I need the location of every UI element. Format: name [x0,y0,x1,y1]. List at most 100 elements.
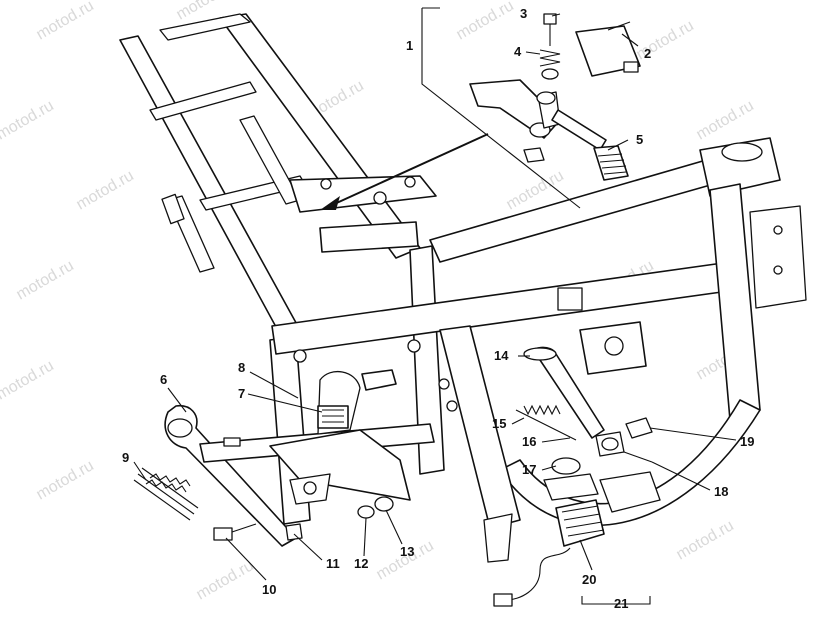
lower-rear-rail [439,325,521,529]
sensor-wire [505,547,571,601]
watermark: motod.ru [34,0,97,43]
stand-pivot-eye [167,418,193,438]
bar-stop [223,437,241,447]
leader-15 [511,417,525,425]
spring-coils [145,479,187,493]
wire-connector [493,593,513,607]
assembly-arrow-line [329,133,489,207]
mount-hole [407,339,421,353]
bolt [404,176,416,188]
frame-upright-right [409,245,445,475]
watermark: motod.ru [694,97,757,143]
pivot-bushing [536,91,556,105]
footrest-assembly [320,7,641,210]
bolt [320,178,332,190]
footrest-rubber [593,145,629,181]
callout-7: 7 [238,386,245,401]
leader-5 [607,139,629,151]
mounting-tab [161,193,185,225]
leader-19 [649,427,737,441]
callout-10: 10 [262,582,276,597]
callout-18: 18 [714,484,728,499]
leader-18 [651,461,711,491]
bolt [373,191,387,205]
callout-1: 1 [406,38,413,53]
main-frame-spar [271,261,737,355]
rubber-stop [317,405,349,429]
watermark: motod.ru [0,97,57,143]
spring [539,49,561,67]
callout-14: 14 [494,348,509,363]
stand-nut [285,523,303,541]
rubber-grip-lines [597,153,627,175]
mount-bolt [625,417,653,439]
stand-spring-coils [523,404,561,416]
watermark: motod.ru [14,257,77,303]
mount-hole [773,265,783,275]
mount-hole [293,349,307,363]
callout-4: 4 [514,44,522,59]
callout-5: 5 [636,132,643,147]
callout-2: 2 [644,46,651,61]
mount-hole [773,225,783,235]
leader-20 [579,539,593,571]
callout-17: 17 [522,462,536,477]
switch-bracket [599,471,661,513]
callout-8: 8 [238,360,245,375]
watermark: motod.ru [674,517,737,563]
callout-labels: 1 2 3 4 5 6 7 8 9 10 11 12 13 14 15 16 1… [122,6,754,611]
stand-foot [523,347,557,361]
leader-9 [133,461,147,481]
callout-15: 15 [492,416,506,431]
watermark: motod.ru [634,17,697,63]
washer [541,68,559,80]
plate-hole [303,481,317,495]
tail-crossmember [159,13,251,41]
prop-stand-assembly [493,346,661,607]
rubber-stop-ribs [322,409,344,423]
pivot-hole [604,336,624,356]
leader-11 [293,533,323,561]
sensor-ribs [561,505,605,537]
pin [623,451,653,463]
side-stand-assembly [133,369,435,547]
leader-2 [621,33,639,47]
callout-9: 9 [122,450,129,465]
callout-16: 16 [522,434,536,449]
leader-lines [133,13,737,581]
callout-12: 12 [354,556,368,571]
callout-19: 19 [740,434,754,449]
callout-6: 6 [160,372,167,387]
stand-spring-wire [515,409,577,441]
assembly-arrow-head [320,196,340,210]
mount-hole [438,378,450,390]
stand-springs [133,467,199,521]
leader-12 [363,517,367,557]
callout-bracket [581,596,651,605]
spar-bracket [557,287,583,311]
callout-bracket [421,7,581,209]
callout-13: 13 [400,544,414,559]
leader-7 [247,393,323,413]
headstock-cap [721,142,763,162]
switch-screw [607,21,631,31]
watermark: motod.ru [194,557,257,603]
watermark: motod.ru [74,167,137,213]
leader-17 [541,465,557,471]
callout-3: 3 [520,6,527,21]
engine-mount-plate [749,205,807,309]
switch-plug [623,61,639,73]
pivot-washer [551,457,581,475]
stand-bolt-head [213,527,233,541]
subframe-brace [149,81,257,121]
switch-cap [543,473,599,501]
spring-coils [149,473,191,487]
leader-8 [249,371,299,399]
callout-21: 21 [614,596,628,611]
pivot-eye [601,437,619,451]
stand-bracket-plate [269,429,411,501]
washer [357,505,375,519]
nut [523,147,545,163]
